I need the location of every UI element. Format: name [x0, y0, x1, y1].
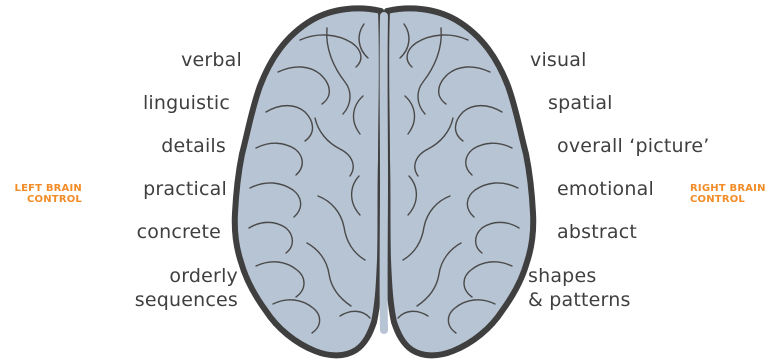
- right-trait-emotional: emotional: [557, 178, 667, 200]
- left-trait-concrete: concrete: [121, 221, 221, 243]
- left-trait-linguistic: linguistic: [118, 92, 230, 114]
- right-trait-abstract: abstract: [557, 221, 657, 243]
- left-trait-orderly-sequences: orderly sequences: [116, 264, 238, 312]
- right-trait-shapes-patterns: shapes & patterns: [528, 264, 658, 312]
- left-trait-verbal: verbal: [164, 49, 242, 71]
- left-brain-control-label: LEFT BRAIN CONTROL: [7, 183, 82, 205]
- left-trait-practical: practical: [117, 178, 227, 200]
- right-trait-spatial: spatial: [548, 92, 638, 114]
- right-trait-overall-picture: overall ‘picture’: [557, 135, 741, 157]
- left-trait-details: details: [142, 135, 226, 157]
- right-trait-visual: visual: [530, 49, 610, 71]
- right-brain-control-label: RIGHT BRAIN CONTROL: [690, 183, 766, 205]
